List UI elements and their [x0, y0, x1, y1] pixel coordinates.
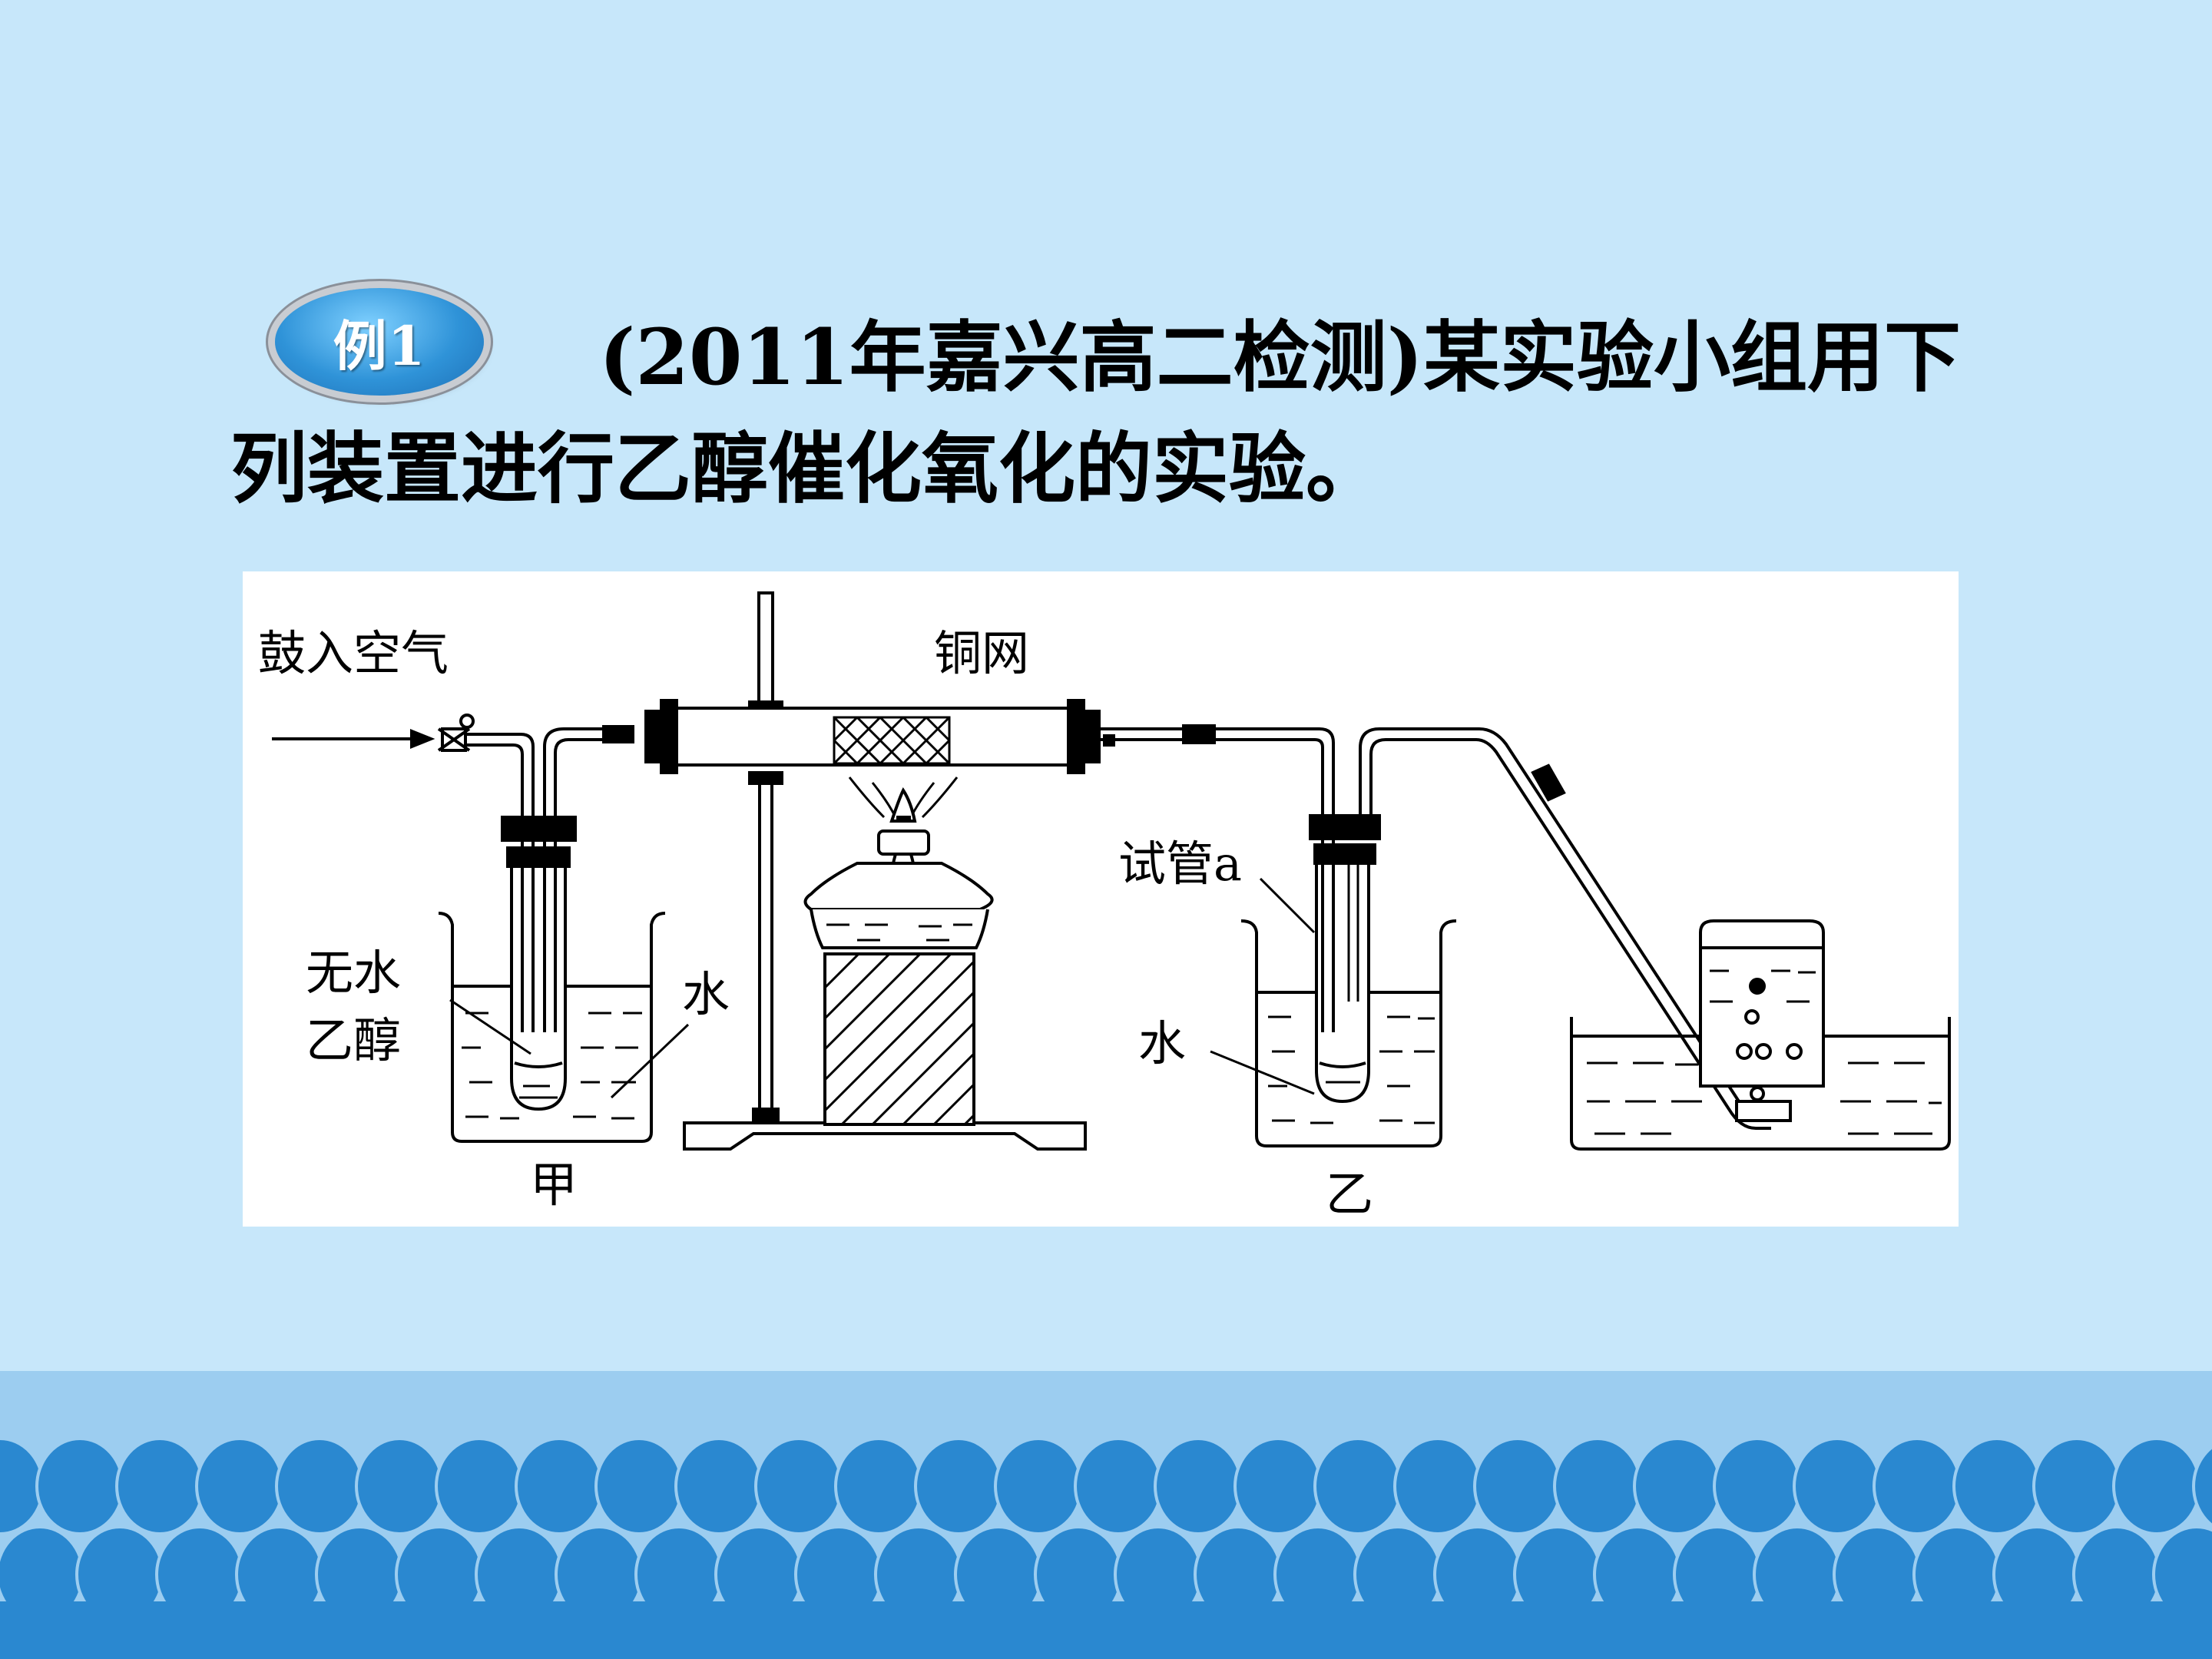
wave-bump — [1473, 1437, 1562, 1535]
wave-bump — [1233, 1437, 1323, 1535]
apparatus-drawing — [272, 591, 1951, 1151]
leader-water-left — [610, 1023, 690, 1099]
wave-bump — [994, 1437, 1083, 1535]
wave-bump — [1553, 1437, 1642, 1535]
footer-band — [0, 1371, 2212, 1659]
lamp-support-block — [823, 952, 975, 1126]
wave-bump — [594, 1437, 684, 1535]
collection-bottle — [1699, 919, 1825, 1122]
question-text-line-2: 列装置进行乙醇催化氧化的实验。 — [230, 423, 1382, 514]
apparatus-diagram: 鼓入空气 铜网 无水 乙醇 水 试管a 水 甲 乙 — [243, 571, 1959, 1227]
apparatus-yi-label: 乙 — [1326, 1166, 1374, 1222]
wave-bump — [435, 1437, 524, 1535]
question-text-line-1: (2011年嘉兴高二检测)某实验小组用下 — [599, 312, 1961, 402]
footer-waves — [0, 1437, 2212, 1659]
copper-mesh — [833, 716, 951, 765]
alcohol-lamp — [803, 777, 994, 949]
wave-bump — [2112, 1437, 2201, 1535]
example-badge: 例1 — [275, 288, 484, 396]
apparatus-jia-label: 甲 — [530, 1157, 578, 1213]
wave-bump — [1633, 1437, 1722, 1535]
wave-bump — [1873, 1437, 1962, 1535]
test-tube-jia — [501, 816, 577, 1111]
beaker-yi — [1240, 919, 1457, 1147]
wave-bump — [275, 1437, 364, 1535]
outlet-tube — [1099, 724, 1335, 1032]
wave-bump — [754, 1437, 843, 1535]
wave-bump — [1713, 1437, 1802, 1535]
wave-bump — [914, 1437, 1003, 1535]
leader-water-right — [1210, 1050, 1315, 1095]
ethanol-label-line-2: 乙醇 — [306, 1012, 402, 1068]
leader-ethanol — [449, 998, 531, 1055]
wave-bump — [515, 1437, 604, 1535]
wave-bump — [355, 1437, 444, 1535]
wave-bump — [674, 1437, 763, 1535]
wave-bump — [1952, 1437, 2041, 1535]
test-tube-a — [1309, 727, 1479, 1104]
wave-bump — [834, 1437, 923, 1535]
inlet-tube — [465, 725, 634, 1032]
collection-trough — [1570, 1017, 1951, 1151]
wave-bump — [1074, 1437, 1163, 1535]
wave-bump — [2192, 1445, 2212, 1528]
beaker-jia — [438, 912, 666, 1143]
ethanol-label-line-1: 无水 — [306, 945, 402, 1001]
wave-bump — [115, 1437, 204, 1535]
example-badge-label: 例1 — [333, 313, 426, 378]
wave-bump — [35, 1437, 124, 1535]
wave-bump — [1313, 1437, 1402, 1535]
air-inlet-label: 鼓入空气 — [258, 625, 449, 681]
air-inlet-arrow — [272, 729, 435, 749]
water-label-right: 水 — [1138, 1015, 1187, 1071]
wave-bump — [195, 1437, 284, 1535]
pinch-clamp — [437, 714, 475, 752]
copper-mesh-label: 铜网 — [934, 625, 1030, 681]
wave-bump — [2032, 1437, 2121, 1535]
test-tube-a-label: 试管a — [1118, 836, 1242, 892]
wave-bump — [1793, 1437, 1882, 1535]
leader-test-tube-a — [1259, 877, 1316, 934]
wave-bump — [1393, 1437, 1482, 1535]
wave-base — [0, 1601, 2212, 1659]
water-label-left: 水 — [682, 966, 730, 1022]
wave-bump — [1154, 1437, 1243, 1535]
